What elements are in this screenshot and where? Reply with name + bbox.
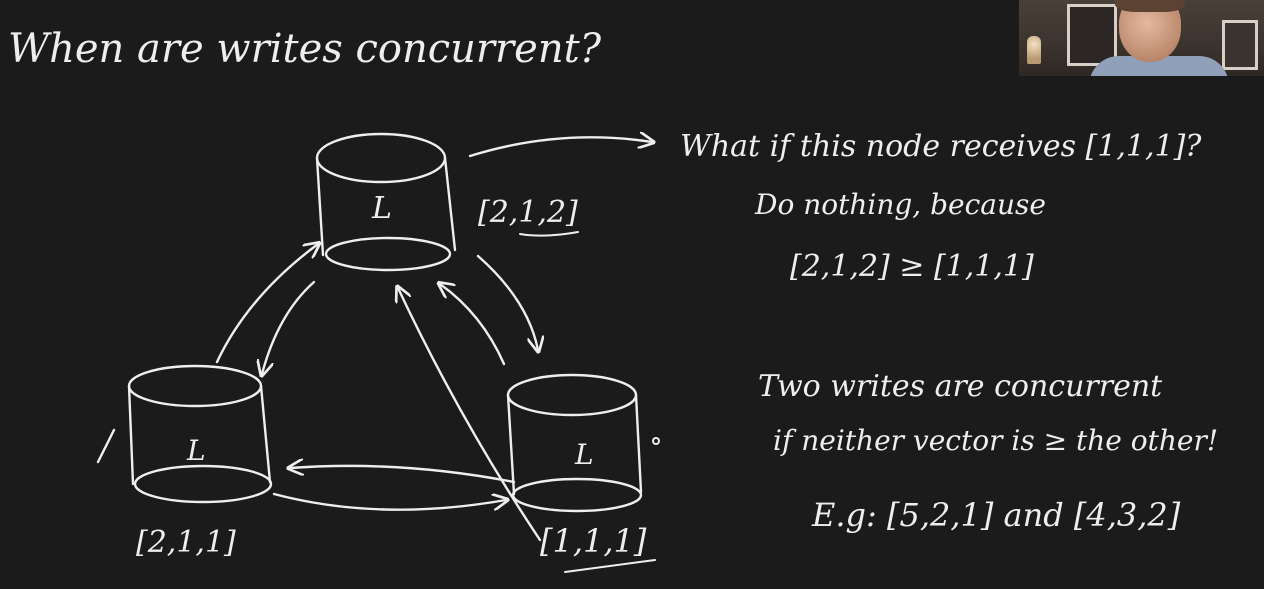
db-node-right-vector: [1,1,1] — [540, 522, 647, 560]
arrow-right-to-top — [440, 284, 506, 366]
db-node-top-label: L — [371, 191, 392, 226]
db-node-top: L — [315, 132, 457, 272]
example-text: E.g: [5,2,1] and [4,3,2] — [811, 496, 1181, 534]
answer-line-1: Do nothing, because — [754, 188, 1046, 221]
webcam-wall-frame — [1067, 4, 1117, 66]
db-node-top-vector: [2,1,2] — [478, 195, 578, 230]
rule-line-2: if neither vector is ≥ the other! — [773, 424, 1218, 457]
db-node-right: L — [506, 373, 643, 513]
arrow-right-to-left — [290, 466, 516, 484]
question-text: What if this node receives [1,1,1]? — [680, 129, 1202, 164]
pen-mark — [96, 428, 116, 464]
db-node-left-label: L — [186, 434, 206, 467]
arrow-top-to-left — [262, 280, 316, 374]
db-node-left: L — [127, 364, 273, 504]
webcam-wall-frame-2 — [1222, 20, 1258, 70]
arrow-to-question — [468, 137, 652, 158]
arrow-left-to-top — [215, 244, 318, 364]
db-node-left-vector: [2,1,1] — [136, 525, 236, 560]
webcam-lamp — [1027, 36, 1041, 64]
rule-line-1: Two writes are concurrent — [758, 369, 1163, 404]
page-title: When are writes concurrent? — [8, 26, 602, 72]
db-node-right-label: L — [574, 438, 594, 471]
arrow-vector-to-top — [398, 288, 542, 542]
underline-right-vector — [564, 559, 656, 573]
presenter-webcam — [1019, 0, 1264, 76]
arrow-left-to-right — [272, 494, 506, 511]
webcam-presenter-hair — [1115, 0, 1185, 12]
underline-top-vector — [519, 231, 579, 237]
answer-line-2: [2,1,2] ≥ [1,1,1] — [790, 249, 1034, 284]
arrow-top-to-right — [476, 254, 538, 350]
dot-mark — [652, 437, 660, 445]
webcam-presenter-shirt — [1089, 56, 1229, 76]
